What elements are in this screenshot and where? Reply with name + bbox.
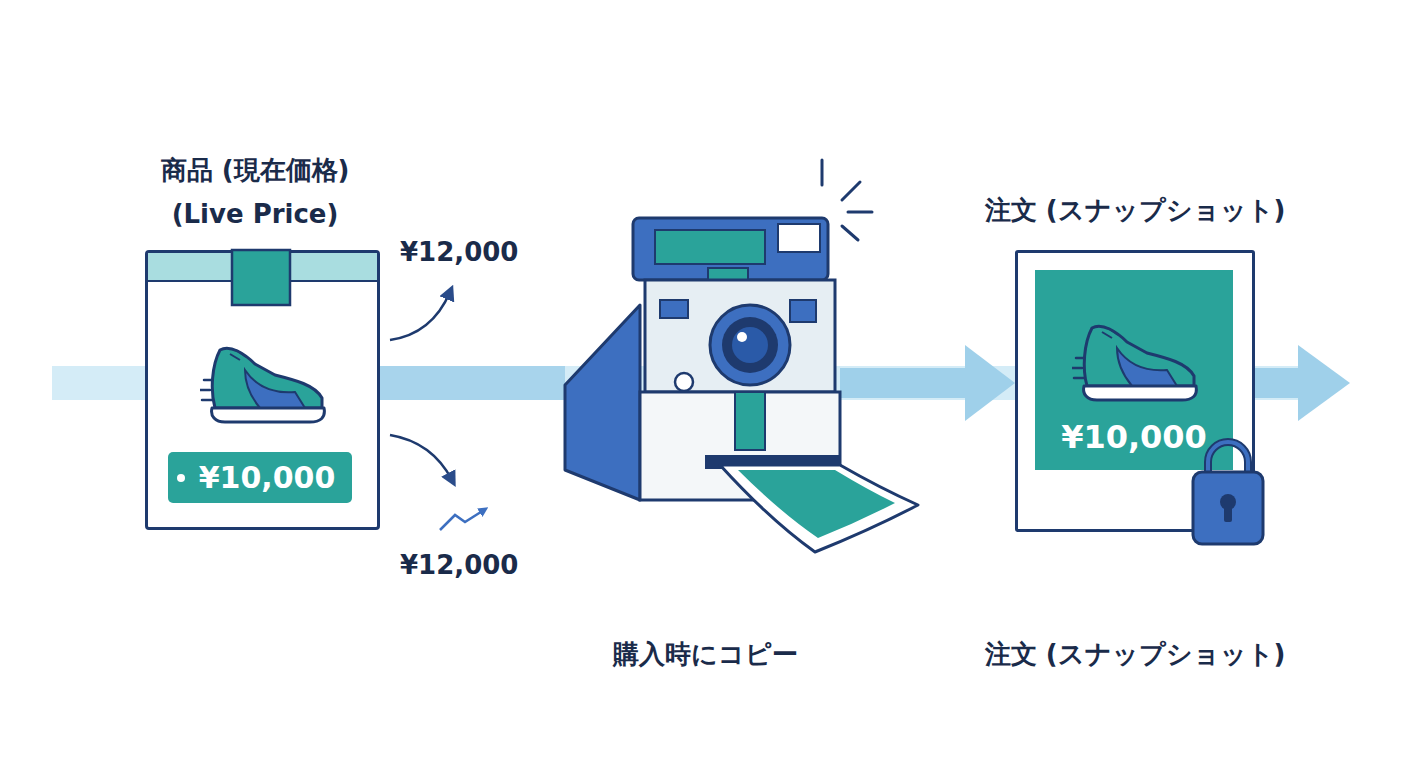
node-heading: 商品 (現在価格) (Live Price): [145, 148, 365, 236]
price-up-arrow: [390, 292, 450, 340]
price-text: ¥10,000: [168, 452, 352, 503]
node-heading: 注文 (スナップショット): [935, 188, 1335, 232]
price-label: ¥12,000: [400, 545, 518, 585]
exit-arrow-shaft: [1255, 368, 1305, 398]
box-lid: [148, 253, 377, 281]
flow-connector: [380, 366, 565, 400]
camera-node: 購入時にコピー: [565, 215, 840, 550]
camera-illustration: [565, 160, 918, 552]
step-caption: 購入時にコピー: [555, 634, 855, 674]
padlock-icon: [1193, 442, 1263, 544]
box-lid-line: [147, 280, 378, 282]
shoe-icon: [1072, 326, 1196, 400]
box-tape: [232, 250, 290, 305]
exit-arrow-head: [1298, 345, 1350, 421]
node-caption: 注文 (スナップショット): [935, 634, 1335, 674]
snapshot-frame: 注文 (スナップショット)注文 (スナップショット)¥10,000: [1015, 250, 1255, 532]
price-down-arrow: [390, 435, 452, 480]
tag-hole: [177, 474, 185, 482]
trend-icon: [440, 510, 484, 530]
flow-arrow: [840, 368, 975, 398]
shoe-icon: [200, 348, 324, 422]
product-box: 商品 (現在価格) (Live Price)¥10,000: [145, 250, 380, 530]
price-label: ¥12,000: [400, 232, 518, 272]
snapshot-photo: ¥10,000: [1035, 270, 1233, 470]
price-tag: ¥10,000: [168, 452, 352, 503]
price-text: ¥10,000: [1035, 412, 1233, 462]
